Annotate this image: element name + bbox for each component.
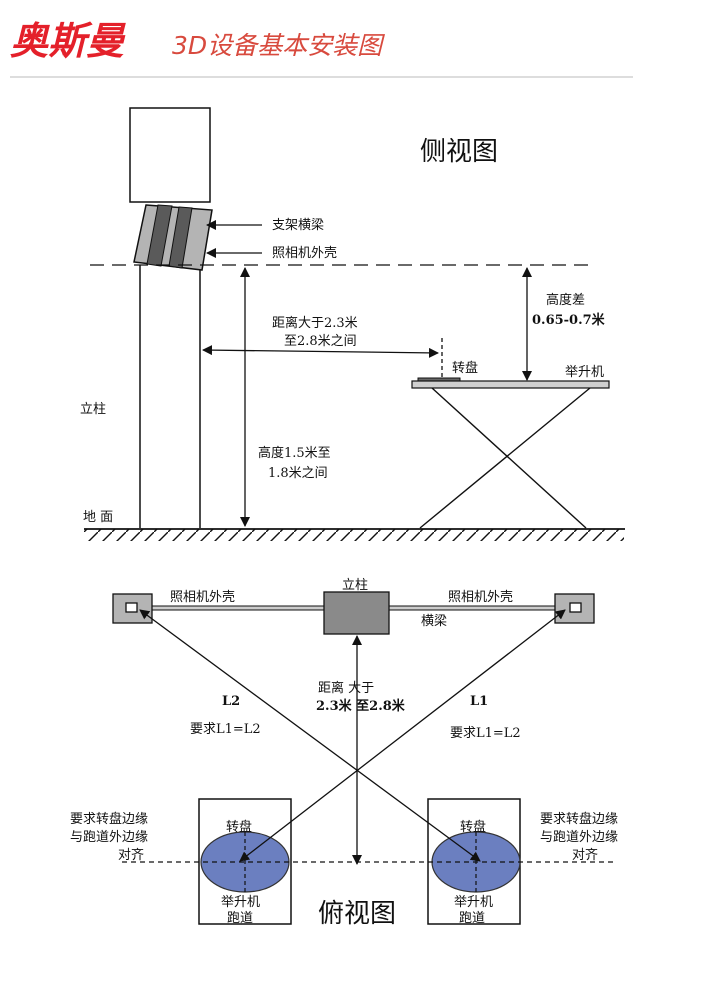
left-runway-label: 跑道 [227,911,253,926]
left-turntable-label: 转盘 [226,819,252,835]
left-camera-lens [125,602,138,613]
lift-platform [411,380,610,389]
beam-label: 横梁 [421,614,447,629]
camera-body-2 [168,206,193,269]
lift-scissor-left-leg [431,387,587,529]
l2-label: L2 [222,694,240,709]
distance-line2: 至2.8米之间 [284,334,357,349]
left-camera-label: 照相机外壳 [170,590,235,605]
requirement-right: 要求L1=L2 [450,726,521,741]
align-right-line3: 对齐 [572,847,598,863]
pillar-top-box [129,107,211,203]
align-right-line1: 要求转盘边缘 [540,811,618,827]
height-diff-label: 高度差 [546,292,585,308]
bracket-beam-label: 支架横梁 [272,218,324,233]
right-camera-lens [569,602,582,613]
right-runway-label: 跑道 [459,911,485,926]
align-right-line2: 与跑道外边缘 [540,830,618,845]
align-left-line3: 对齐 [118,847,144,863]
camera-height-line1: 高度1.5米至 [258,445,331,461]
camera-body-1 [146,204,173,267]
pillar-label: 立柱 [80,402,106,417]
ground-hatching [84,529,624,541]
top-view-title: 俯视图 [318,899,396,929]
header: 奥斯曼 3D设备基本安装图 [10,19,633,78]
distance-line1: 距离大于2.3米 [272,315,358,331]
requirement-left: 要求L1=L2 [190,722,261,737]
top-distance-line2: 2.3米 至2.8米 [316,698,406,714]
lift-scissor-right-leg [419,387,591,529]
side-view-title: 侧视图 [420,137,498,167]
top-pillar-label: 立柱 [342,578,368,593]
pillar-top [323,591,390,635]
camera-shell-label: 照相机外壳 [272,246,337,261]
left-lift-label: 举升机 [221,895,260,910]
top-distance-line1: 距离 大于 [318,680,374,696]
distance-arrow [202,345,439,358]
align-left-line2: 与跑道外边缘 [70,830,148,845]
side-view: 侧视图 支架横梁 照相机外壳 高度差 0.65-0.7米 高度1.5米至 1.8… [80,107,625,541]
ground-label: 地 面 [83,510,113,525]
brand-logo: 奥斯曼 [10,19,126,63]
top-view: 立柱 横梁 照相机外壳 照相机外壳 距离 大于 2.3米 至2.8米 L2 L1… [70,578,618,929]
right-turntable-label: 转盘 [460,819,486,835]
camera-height-line2: 1.8米之间 [268,466,328,481]
height-diff-value: 0.65-0.7米 [532,312,606,328]
lift-label: 举升机 [565,365,604,380]
right-camera-label: 照相机外壳 [448,590,513,605]
page-subtitle: 3D设备基本安装图 [172,31,385,60]
line-l1 [139,609,481,862]
align-left-line1: 要求转盘边缘 [70,811,148,827]
right-lift-label: 举升机 [454,895,493,910]
l1-label: L1 [470,694,488,709]
turntable-label: 转盘 [452,360,478,376]
